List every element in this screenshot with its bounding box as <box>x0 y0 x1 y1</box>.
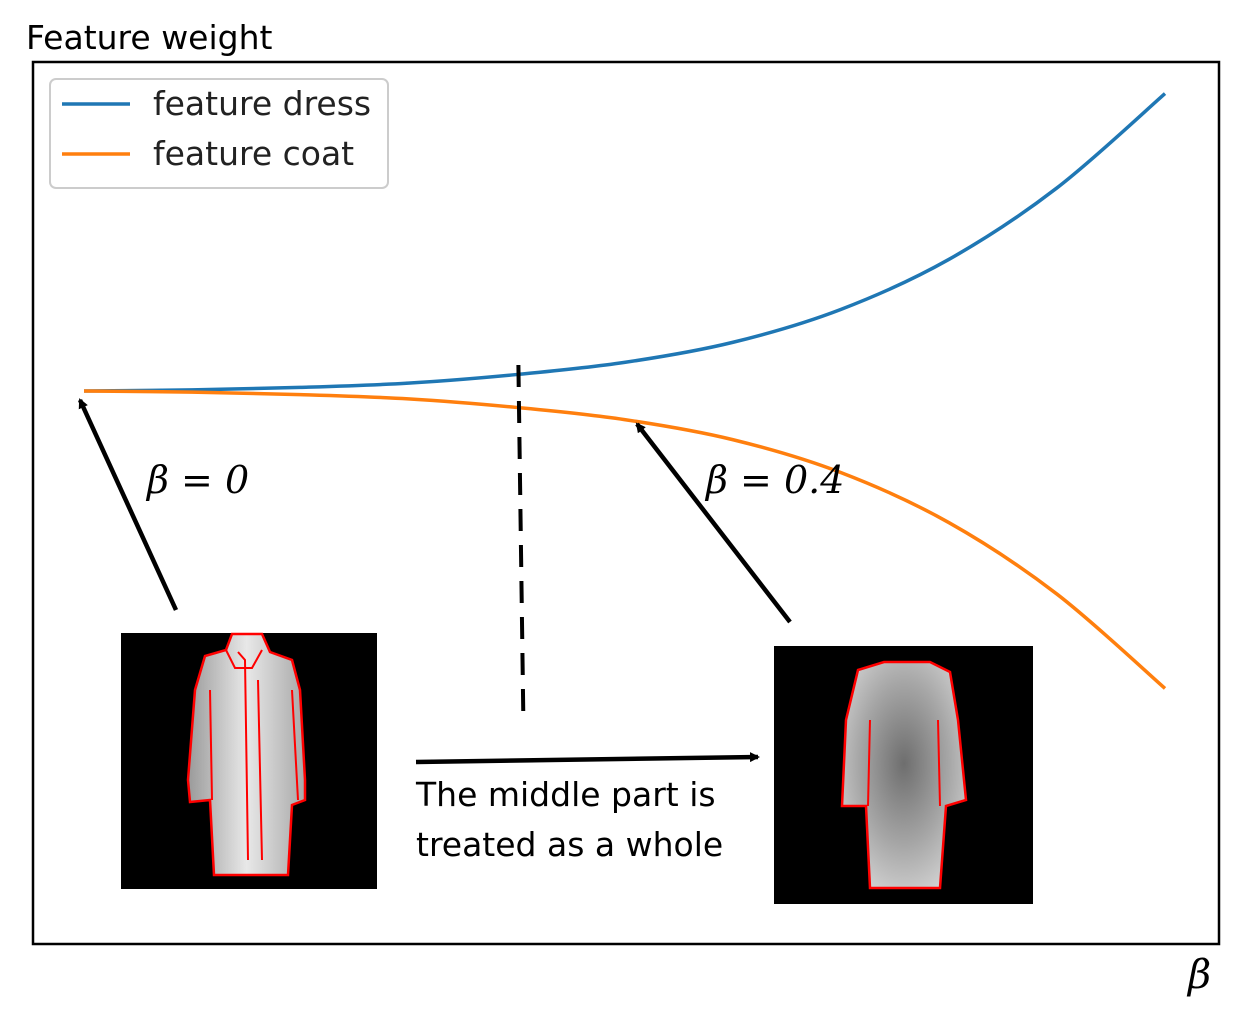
legend-label-feature-dress: feature dress <box>153 84 371 123</box>
annotation-middle-line-1: The middle part is <box>415 775 716 814</box>
series-layer <box>83 92 1167 690</box>
series-line-feature-dress <box>83 92 1167 393</box>
annotation-beta-0: β = 0 <box>145 458 249 502</box>
legend-box <box>49 78 389 189</box>
annotation-beta-0-4: β = 0.4 <box>704 458 844 502</box>
annotation-middle-line-2: treated as a whole <box>416 825 723 864</box>
arrow-left-up <box>77 398 179 611</box>
plot-frame <box>31 60 1221 946</box>
coat-image-single-segment <box>774 646 1033 904</box>
x-axis-label: β <box>1188 952 1212 998</box>
arrow-between-images <box>415 752 760 765</box>
y-axis-label: Feature weight <box>26 18 273 57</box>
legend-label-feature-coat: feature coat <box>153 134 354 173</box>
series-line-feature-coat <box>83 389 1167 690</box>
beta-marker-dashed-line <box>516 364 526 723</box>
legend: feature dress feature coat <box>49 78 389 189</box>
coat-image-many-segments <box>121 632 377 889</box>
arrow-right-up <box>635 422 792 624</box>
